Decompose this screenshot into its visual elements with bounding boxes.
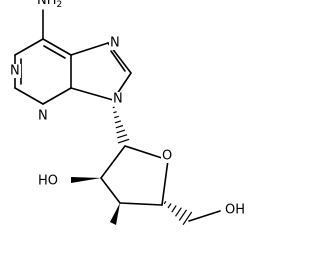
atom-label-n3: N — [38, 109, 48, 124]
bond-c5-c6 — [42, 38, 72, 56]
wedge-bond-c2-hydroxyl — [71, 177, 101, 183]
hashed-bond-n9-c1 — [112, 106, 130, 144]
label-mask-n7 — [109, 36, 121, 50]
atom-label-n9: N — [113, 92, 123, 107]
bond-ch2-oh — [188, 210, 221, 222]
label-mask-oh — [224, 202, 249, 217]
hashed-bond-c4-ch2 — [163, 200, 193, 226]
molecule-structure-diagram: NH2 N N N N O HO OH — [9, 0, 249, 226]
sugar-ring — [100, 145, 169, 206]
atom-label-ring-oxygen: O — [162, 149, 172, 164]
atom-label-hydroxyl-right: OH — [225, 203, 245, 218]
label-mask-o4 — [161, 149, 174, 163]
bond-c2-c1 — [100, 145, 126, 179]
pyrimidine-ring — [14, 9, 72, 105]
bond-c1-o4 — [124, 145, 169, 161]
bond-c5-c6-double — [43, 45, 66, 59]
label-mask-n3 — [37, 109, 49, 123]
atom-label-amine: NH2 — [37, 0, 62, 10]
bond-n3-c4 — [42, 87, 72, 105]
bond-c5-n7 — [70, 42, 109, 56]
label-mask-ho — [37, 173, 62, 188]
atom-label-n1: N — [10, 64, 20, 79]
bond-c2-n3 — [14, 87, 44, 105]
bond-n7-c8-double — [110, 50, 126, 72]
wedge-bond-c3-methyl — [110, 203, 120, 225]
label-mask-n9 — [112, 92, 124, 106]
atom-label-hydroxyl-left: HO — [38, 174, 58, 189]
bond-n9-c4 — [70, 87, 114, 101]
bond-c6-n1 — [14, 38, 44, 56]
bond-o4-c4 — [161, 159, 169, 206]
label-mask-n1 — [9, 64, 21, 78]
bond-c3-c2 — [100, 177, 121, 204]
bond-c4-c3 — [119, 202, 163, 206]
atom-label-n7: N — [110, 36, 120, 51]
